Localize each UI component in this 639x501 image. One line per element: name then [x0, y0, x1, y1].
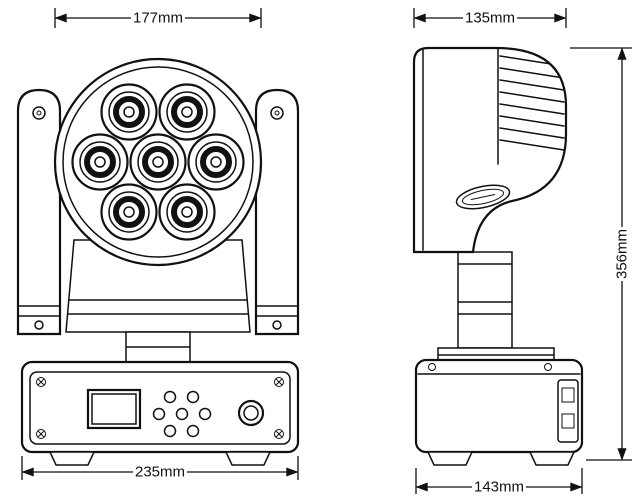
foot — [224, 451, 272, 466]
pan-base — [437, 347, 555, 363]
lens — [71, 133, 129, 191]
lens — [100, 83, 158, 141]
dim-label-front-base-width: 235mm — [135, 464, 185, 481]
head-front — [53, 57, 263, 267]
rear-panel — [557, 379, 579, 443]
connector-icon — [561, 413, 575, 429]
head-shell — [412, 46, 568, 254]
base-screw-icon — [544, 363, 552, 371]
panel-screw-icon — [274, 429, 284, 439]
control-panel — [29, 371, 291, 445]
menu-button — [163, 390, 177, 404]
menu-buttons — [152, 390, 212, 438]
yoke-arm-right — [254, 88, 300, 336]
brand-logo — [455, 184, 511, 210]
dimension-front-head-width: 177mm — [54, 8, 262, 28]
head-side — [412, 46, 568, 254]
lens — [129, 133, 187, 191]
menu-button — [152, 407, 166, 421]
lens — [100, 183, 158, 241]
dim-label-front-head-width: 177mm — [133, 10, 183, 27]
pivot-screw-icon — [270, 106, 284, 120]
display-screen — [86, 388, 142, 430]
dim-label-overall-height: 356mm — [614, 229, 631, 279]
lens-array — [71, 83, 245, 241]
yoke-arm-side — [457, 251, 513, 349]
panel-screw-icon — [36, 429, 46, 439]
side-view — [412, 46, 584, 466]
menu-button — [186, 424, 200, 438]
head-inner-rim — [62, 66, 254, 258]
base-front — [20, 360, 300, 454]
panel-screw-icon — [36, 377, 46, 387]
panel-screw-icon — [274, 377, 284, 387]
yoke-arm-left — [16, 88, 62, 336]
lens — [187, 133, 245, 191]
foot — [528, 451, 576, 466]
base-housing — [20, 360, 300, 454]
foot — [48, 451, 96, 466]
menu-button — [186, 390, 200, 404]
pivot-screw-icon — [32, 106, 46, 120]
dimension-side-head-depth: 135mm — [413, 8, 567, 28]
base-screw-icon — [428, 363, 436, 371]
menu-button — [163, 424, 177, 438]
arm-bolt-icon — [34, 320, 44, 330]
dimension-side-base-depth: 143mm — [415, 468, 583, 496]
pivot-screw-center — [36, 110, 42, 116]
menu-button — [198, 407, 212, 421]
lens — [158, 83, 216, 141]
arm-bolt-icon — [272, 320, 282, 330]
base-side — [414, 358, 584, 454]
pivot-screw-center — [274, 110, 280, 116]
foot — [426, 451, 474, 466]
dimension-overall-height: 356mm — [570, 47, 632, 461]
knob-button — [237, 399, 265, 427]
front-view — [16, 57, 300, 466]
lens — [158, 183, 216, 241]
dim-label-side-head-depth: 135mm — [465, 10, 515, 27]
base-housing-side — [414, 358, 584, 454]
connector-icon — [561, 387, 575, 403]
head-outer-rim — [53, 57, 263, 267]
menu-button — [175, 407, 189, 421]
dim-label-side-base-depth: 143mm — [474, 479, 524, 496]
dimension-front-base-width: 235mm — [21, 456, 299, 481]
